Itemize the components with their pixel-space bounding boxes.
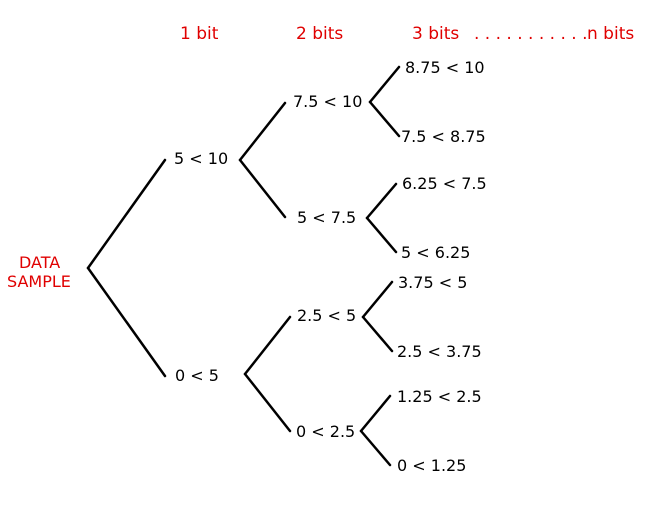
node-l3-d: 5 < 6.25 (401, 243, 470, 262)
header-n-bits: n bits (587, 24, 634, 44)
header-dots: . . . . . . . . . . . (474, 24, 587, 44)
edge-lower-d (243, 372, 292, 433)
edge-a-a (368, 65, 401, 104)
header-2-bits: 2 bits (296, 24, 343, 44)
node-l1-upper: 5 < 10 (174, 149, 228, 168)
node-l3-g: 1.25 < 2.5 (397, 387, 482, 406)
edge-d-h (359, 429, 392, 467)
edge-c-e (361, 280, 394, 319)
edge-d-g (359, 394, 392, 433)
node-l3-e: 3.75 < 5 (398, 273, 467, 292)
node-l2-a: 7.5 < 10 (293, 92, 362, 111)
node-l3-b: 7.5 < 8.75 (401, 127, 486, 146)
edge-root-lower (86, 266, 167, 378)
edge-b-d (365, 216, 398, 254)
node-l2-d: 0 < 2.5 (296, 422, 355, 441)
header-3-bits: 3 bits (412, 24, 459, 44)
node-l3-c: 6.25 < 7.5 (402, 174, 487, 193)
edge-upper-a (238, 101, 287, 162)
edge-c-f (361, 315, 394, 353)
edge-lower-c (243, 315, 292, 376)
node-l2-b: 5 < 7.5 (297, 208, 356, 227)
node-l3-a: 8.75 < 10 (405, 58, 485, 77)
edge-upper-b (238, 158, 287, 219)
edge-root-upper (86, 158, 167, 270)
edge-a-b (368, 100, 401, 138)
node-l3-h: 0 < 1.25 (397, 456, 466, 475)
node-l3-f: 2.5 < 3.75 (397, 342, 482, 361)
node-l1-lower: 0 < 5 (175, 366, 219, 385)
root-label-line2: SAMPLE (7, 272, 71, 291)
header-1-bit: 1 bit (180, 24, 219, 44)
node-l2-c: 2.5 < 5 (297, 306, 356, 325)
root-label-line1: DATA (19, 253, 60, 272)
edge-b-c (365, 182, 398, 220)
